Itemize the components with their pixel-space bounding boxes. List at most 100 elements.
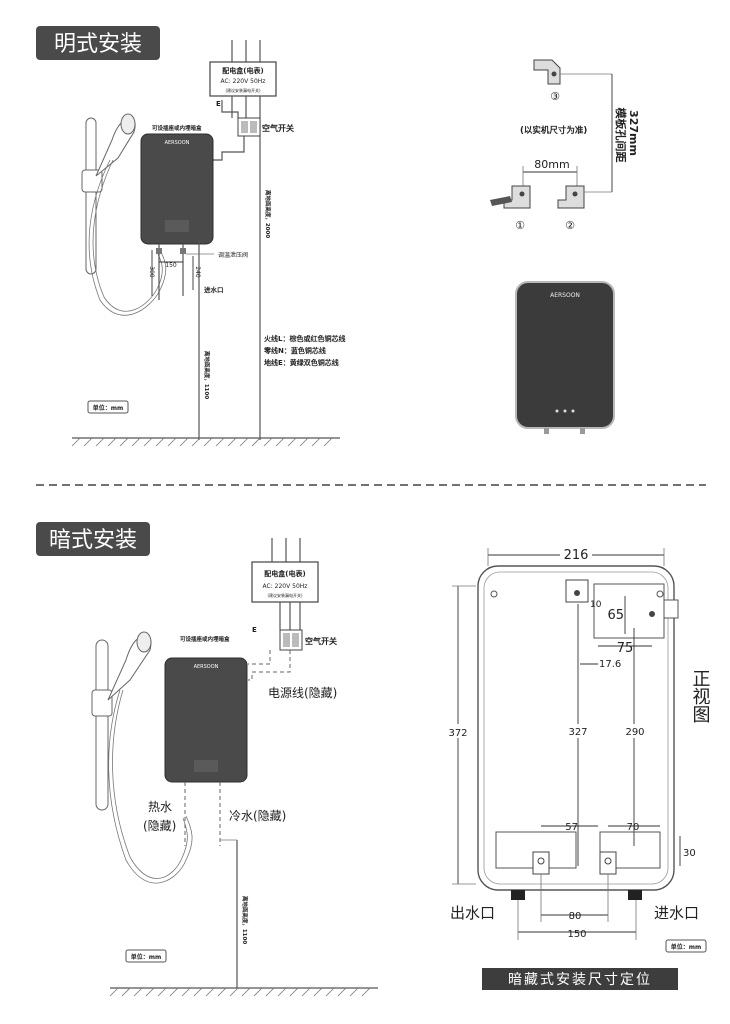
unit-box-2	[125, 949, 167, 963]
wire-live: 火线L：棕色或红色铜芯线	[264, 334, 345, 343]
earth-label-2: E	[252, 626, 257, 634]
bracket-vert-value: 327mm	[627, 110, 640, 156]
socket-note-2: 可设插座或内埋暗盒	[180, 635, 230, 643]
dim-17-6: 17.6	[599, 659, 621, 670]
box2-spec: AC: 220V 50Hz	[263, 583, 308, 590]
dim-75: 75	[617, 641, 634, 656]
height-1100: 离地面高度，1100	[203, 351, 211, 399]
concealed-pipes	[184, 782, 238, 988]
surface-title-bg	[36, 26, 160, 60]
bottom-banner	[482, 968, 678, 990]
box2-title: 配电盒(电表)	[264, 569, 305, 578]
bottom-bracket-right	[599, 831, 661, 869]
bracket-vert-label: 模板孔间距	[614, 108, 628, 163]
dim-80: 80	[569, 911, 582, 922]
bracket-spacing: 80mm	[534, 158, 569, 171]
bracket-num-1: ①	[515, 219, 525, 232]
hot-water-label: 热水	[148, 800, 172, 814]
terminal-point	[649, 611, 655, 617]
wire-earth: 地线E：黄绿双色铜芯线	[264, 358, 339, 367]
hot-hidden-label: (隐藏)	[143, 819, 176, 833]
indicator-light	[563, 409, 567, 413]
hidden-power-line	[248, 650, 291, 681]
dim-240: 240	[194, 266, 201, 278]
box-spec: AC: 220V 50Hz	[221, 78, 266, 85]
bracket-num-2: ②	[565, 219, 575, 232]
height-2000: 离地面高度，2000	[264, 190, 272, 238]
unit-label-3: 单位：mm	[671, 943, 702, 951]
hidden-earth-line	[248, 650, 271, 665]
hanger-hole	[574, 590, 580, 596]
floor-top	[71, 437, 340, 447]
pipe-fittings	[511, 851, 642, 900]
air-switch-slot	[241, 121, 248, 133]
concealed-title-bg	[36, 522, 150, 556]
dim-300: 300	[148, 266, 155, 278]
wire-neutral: 零线N：蓝色铜芯线	[263, 346, 326, 355]
bracket-1	[490, 185, 531, 209]
heater-surface	[140, 133, 214, 245]
concealed-title: 暗式安装	[49, 528, 137, 553]
dim-150: 150	[567, 929, 586, 940]
dim-label-bg	[560, 547, 592, 561]
surface-title: 明式安装	[54, 32, 142, 57]
dim-65: 65	[607, 608, 624, 623]
dim-290: 290	[625, 727, 644, 738]
dim-57: 57	[565, 822, 578, 833]
shower-set	[81, 113, 167, 316]
inlet-label-2: 进水口	[654, 904, 699, 922]
floor-bottom	[109, 987, 378, 997]
dim-30: 30	[683, 848, 696, 859]
cable-to-heater	[213, 136, 245, 161]
shower-set-2	[91, 631, 193, 884]
heater-logo-small-2: AERSOON	[194, 664, 219, 670]
unit-label-2: 单位：mm	[131, 953, 162, 961]
heater-pipes	[156, 240, 214, 440]
earth-label: E	[216, 100, 221, 108]
outlet-label: 出水口	[450, 904, 495, 922]
dim-label-bg	[562, 724, 594, 738]
bracket-3	[533, 59, 612, 85]
box-wires	[221, 96, 261, 440]
bottom-conduits	[271, 538, 301, 562]
dim-327: 327	[568, 727, 587, 738]
heater-logo: AERSOON	[550, 292, 580, 299]
dim-label-bg	[620, 724, 650, 738]
breaker-label: 空气开关	[262, 123, 294, 133]
top-conduits	[231, 40, 261, 62]
cable-entry	[663, 599, 679, 619]
box2-wires	[279, 602, 301, 630]
power-label: 电源线(隐藏)	[268, 686, 337, 700]
bottom-banner-text: 暗藏式安装尺寸定位	[508, 972, 652, 988]
screw-hole	[656, 590, 664, 598]
cold-water-label: 冷水(隐藏)	[229, 809, 286, 823]
box2-note: (建议安装漏电开关)	[267, 592, 303, 598]
unit-box	[87, 400, 129, 414]
box-title: 配电盒(电表)	[222, 66, 263, 75]
heater-display-2	[194, 760, 218, 772]
screw-hole	[490, 590, 498, 598]
valve-label: 调温泄压阀	[218, 251, 248, 259]
heater-concealed	[164, 657, 248, 783]
breaker-label-2: 空气开关	[305, 636, 337, 646]
dim-216: 216	[564, 548, 589, 563]
dim-label-bg	[443, 724, 473, 738]
height-1100-2: 离地面高度，1100	[241, 896, 249, 944]
dim-372: 372	[448, 728, 467, 739]
bracket-note: (以实机尺寸为准)	[520, 125, 587, 136]
heater-product-image	[515, 281, 615, 429]
dim-150-small: 150	[165, 262, 177, 269]
socket-note: 可设插座或内埋暗盒	[152, 124, 202, 132]
air-switch-slot	[283, 633, 290, 647]
distribution-box	[209, 61, 277, 97]
indicator-light	[555, 409, 559, 413]
air-switch-slot	[250, 121, 257, 133]
distribution-box-2	[251, 561, 319, 603]
front-view-label: 正视图	[690, 669, 711, 723]
box-note: (建议安装漏电开关)	[225, 87, 261, 93]
air-switch-slot	[292, 633, 299, 647]
unit-label: 单位：mm	[93, 404, 124, 412]
dim-10: 10	[590, 600, 602, 610]
heater-display	[165, 220, 189, 232]
dim-70: 70	[627, 822, 640, 833]
